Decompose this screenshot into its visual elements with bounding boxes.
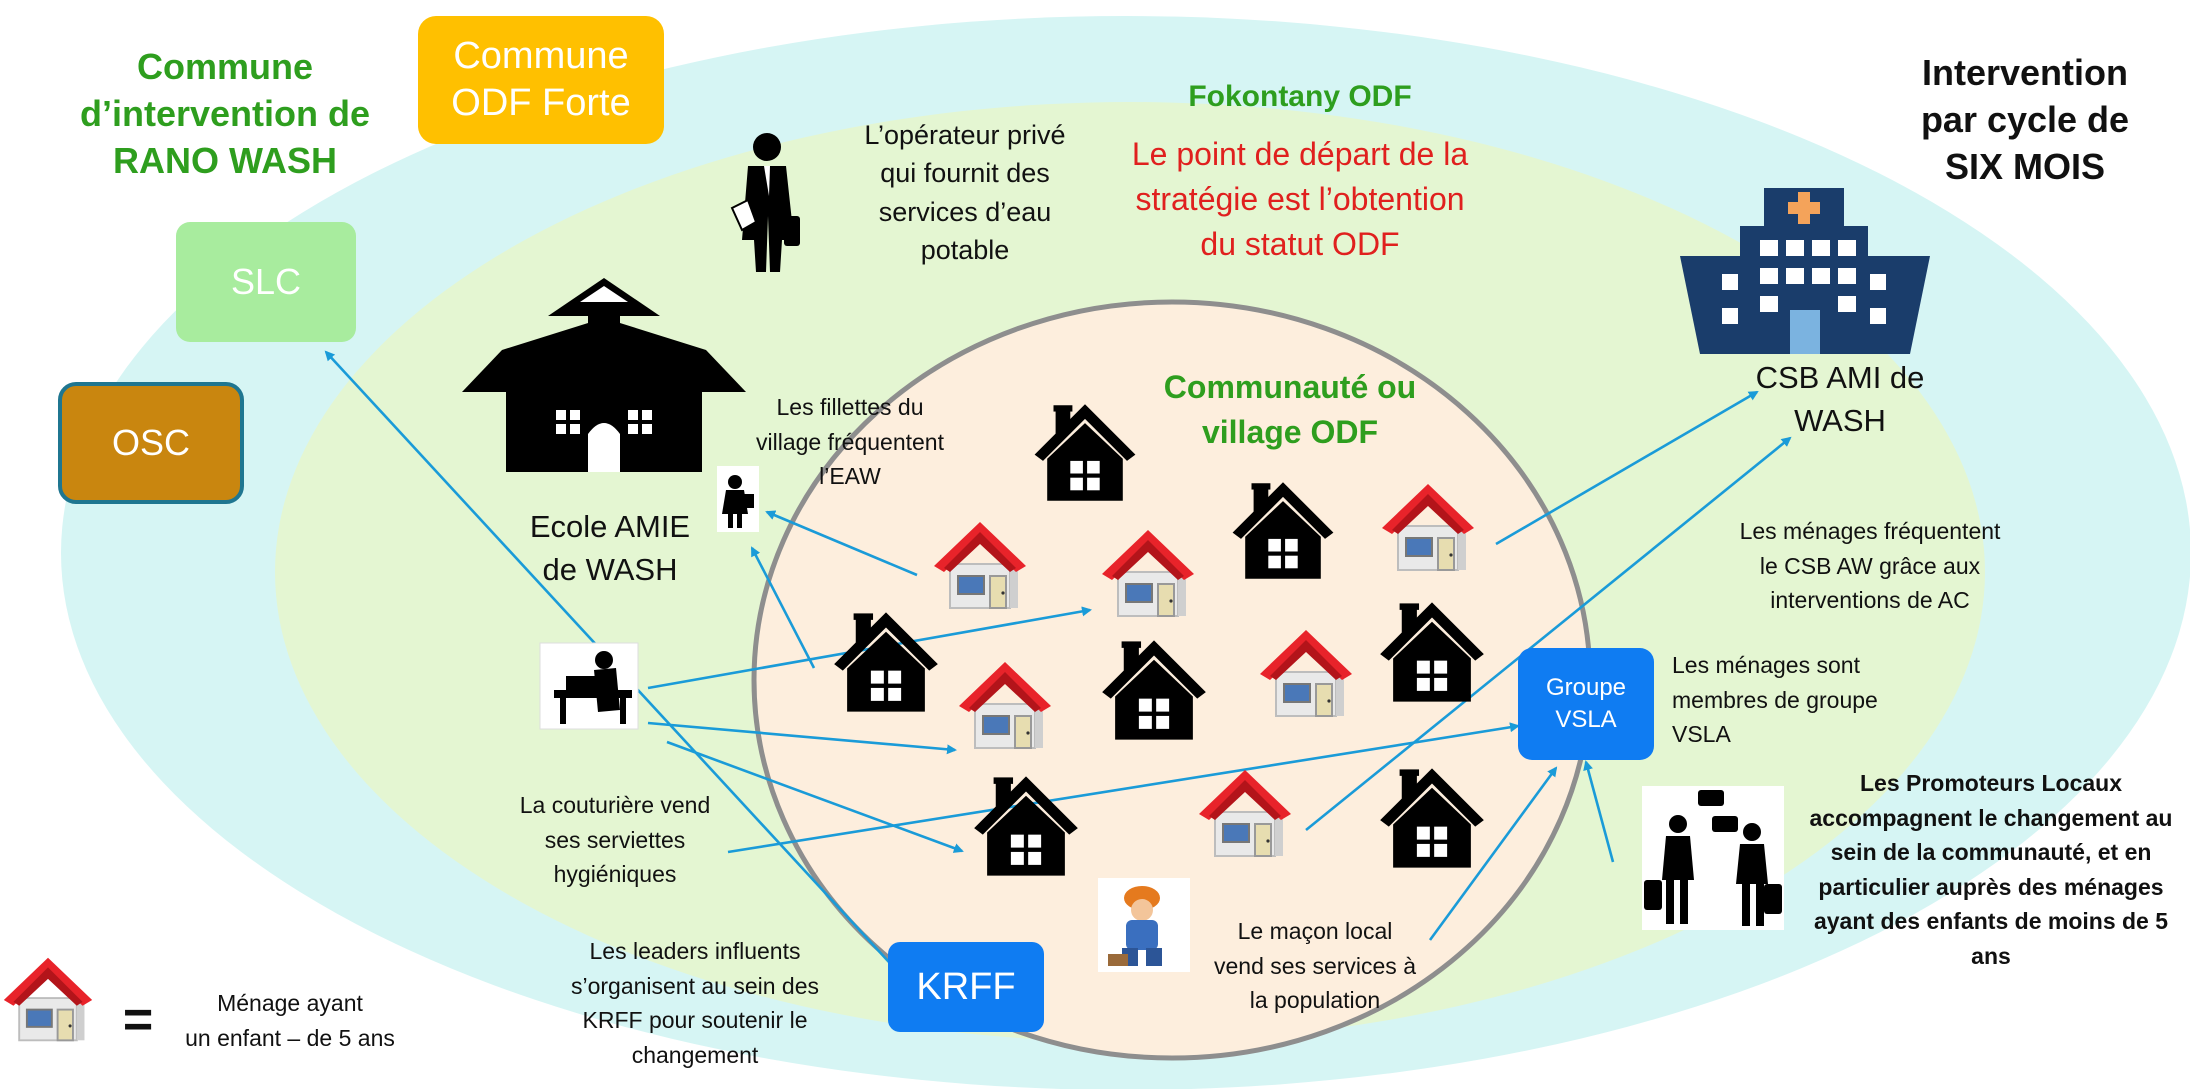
school-building-icon <box>462 278 746 472</box>
csb-text: Les ménages fréquentent le CSB AW grâce … <box>1739 518 2001 613</box>
hospital-icon <box>1680 188 1930 354</box>
leaders-text: Les leaders influents s’organisent au se… <box>570 938 820 1068</box>
commune-odf-forte-label: Commune ODF Forte <box>451 34 631 125</box>
girls-text: Les fillettes du village fréquentent l’E… <box>756 394 944 489</box>
arrow-mason-to-vsla <box>1428 766 1558 941</box>
seamstress-text: La couturière vend ses serviettes hygién… <box>519 792 711 887</box>
arrow-seamstress-to-vsla <box>727 722 1520 854</box>
legend-equals: = <box>122 991 154 1049</box>
seamstress-icon <box>539 642 639 730</box>
vsla-label: Groupe VSLA <box>1545 673 1627 733</box>
vsla-box: Groupe VSLA <box>1518 648 1654 760</box>
krff-box: KRFF <box>888 942 1044 1032</box>
legend-text: Ménage ayant un enfant – de 5 ans <box>185 990 395 1051</box>
mason-text: Le maçon local vend ses services à la po… <box>1214 918 1416 1013</box>
arrow-seamstress-to-house2 <box>647 721 957 755</box>
arrow-house-to-csb2 <box>1305 436 1792 832</box>
mason-icon <box>1098 878 1190 972</box>
arrow-house-to-csb1 <box>1495 390 1759 546</box>
slc-box: SLC <box>176 222 356 342</box>
school-label: Ecole AMIE de WASH <box>529 509 691 588</box>
strategy-text: Le point de départ de la stratégie est l… <box>1131 136 1469 262</box>
slc-label: SLC <box>230 261 302 302</box>
cycle-title: Intervention par cycle de SIX MOIS <box>1920 52 2130 187</box>
arrow-house-to-school <box>750 546 816 669</box>
fokontany-title: Fokontany ODF <box>1188 80 1412 113</box>
vsla-text: Les ménages sont membres de groupe VSLA <box>1672 652 1878 747</box>
arrow-promoters-to-vsla <box>1583 760 1615 863</box>
operator-text: L’opérateur privé qui fournit des servic… <box>864 120 1066 265</box>
arrow-house-to-girls <box>765 510 918 577</box>
red-roof-house-icon <box>2 956 94 1042</box>
community-title: Communauté ou village ODF <box>1163 369 1417 450</box>
arrows <box>324 350 1792 1014</box>
businessman-icon <box>730 133 800 272</box>
krff-label: KRFF <box>916 965 1016 1008</box>
osc-label: OSC <box>111 422 190 463</box>
commune-title: Commune d’intervention de RANO WASH <box>79 46 371 181</box>
osc-box: OSC <box>58 382 244 504</box>
csb-label: CSB AMI de WASH <box>1755 360 1925 439</box>
promoters-conversation-icon <box>1642 786 1784 930</box>
promoters-text: Les Promoteurs Locaux accompagnent le ch… <box>1809 770 2173 969</box>
commune-odf-forte-box: Commune ODF Forte <box>418 16 664 144</box>
schoolgirl-icon <box>717 466 759 532</box>
arrow-seamstress-to-house3 <box>666 740 964 853</box>
